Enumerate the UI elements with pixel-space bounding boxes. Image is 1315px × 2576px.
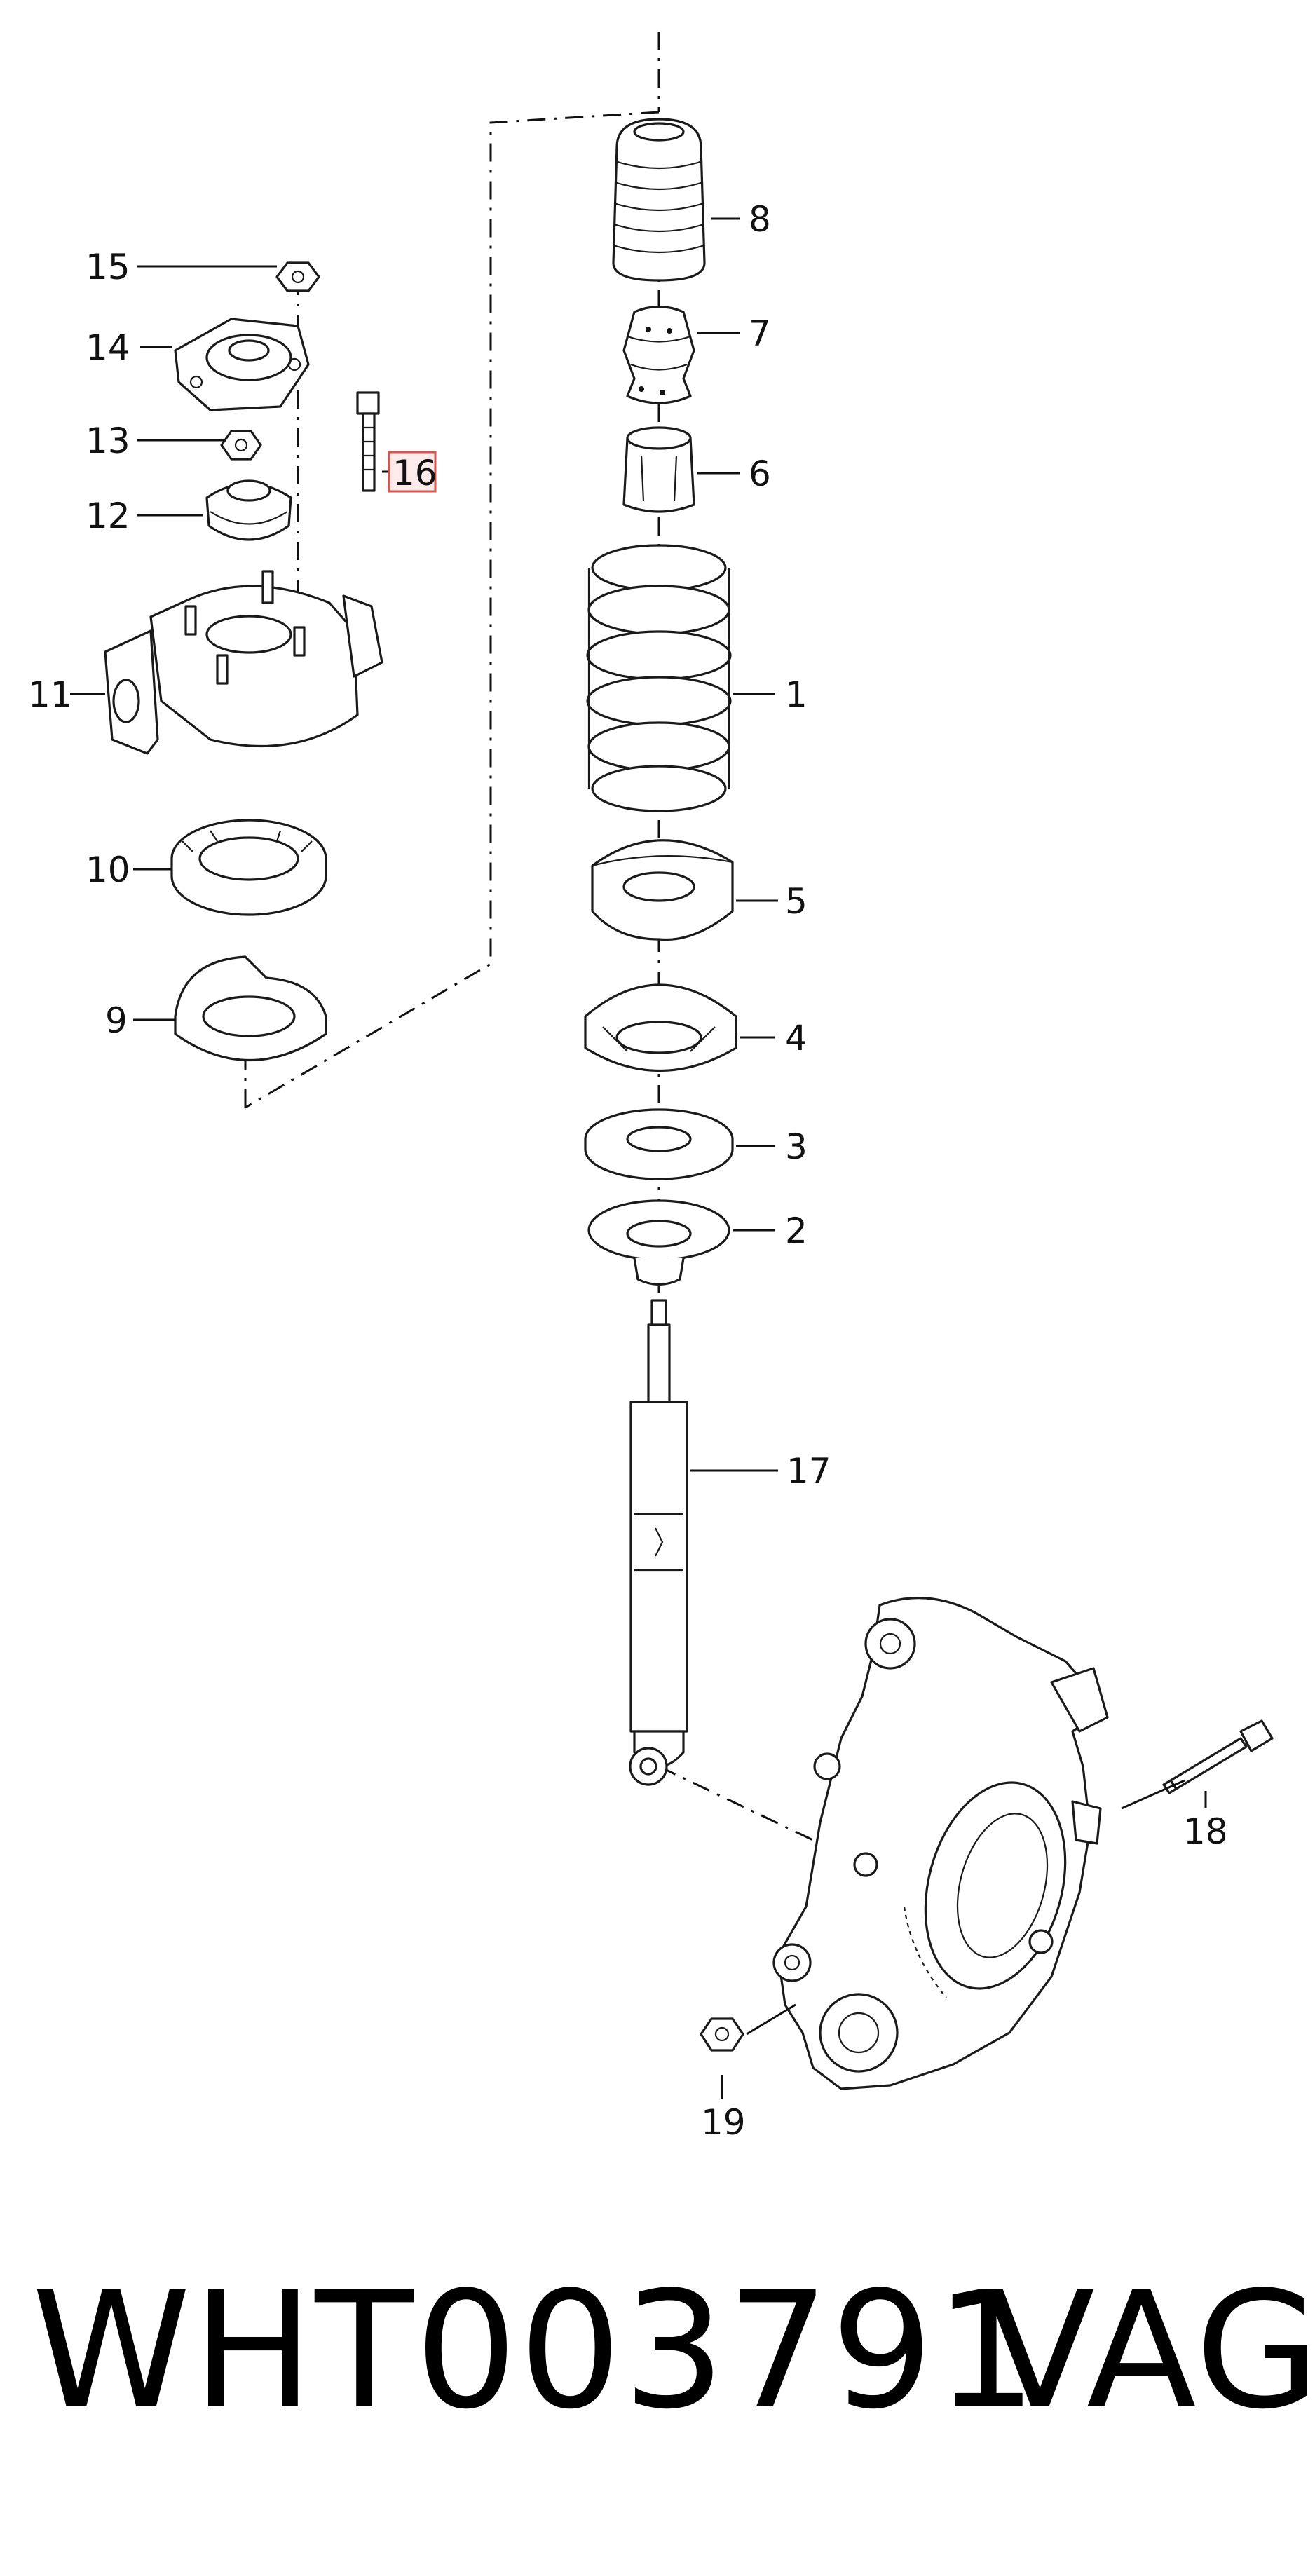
footer-caption: WHT003791 VAG: [0, 2229, 1315, 2474]
damping-ring-upper: [170, 819, 327, 916]
spring-plate: [587, 1199, 730, 1286]
callout-16-highlight: 16: [388, 451, 437, 493]
callout-9: 9: [105, 1000, 128, 1041]
brand-name: VAG: [985, 2258, 1315, 2445]
carrier-nut: [700, 2017, 744, 2052]
nut-top: [275, 261, 320, 292]
strut-bracket: [104, 570, 383, 755]
callout-18: 18: [1183, 1811, 1228, 1852]
callout-8: 8: [749, 199, 771, 240]
callout-6: 6: [749, 454, 771, 494]
part-callouts: 8 7 6 1 5 4 3 2 17 18 19 15 14 13 12 16 …: [28, 199, 1228, 2143]
callout-7: 7: [749, 313, 771, 354]
protective-cap: [622, 426, 695, 513]
washer: [584, 1108, 734, 1180]
wheel-carrier: [772, 1596, 1109, 2090]
strut-bearing: [205, 479, 292, 541]
leader-lines: [70, 217, 1207, 2099]
callout-15: 15: [86, 247, 130, 287]
callout-14: 14: [86, 327, 130, 368]
shock-absorber: [629, 1299, 688, 1786]
nut-mid: [220, 430, 262, 461]
bump-stop: [622, 305, 695, 404]
callout-12: 12: [86, 496, 130, 536]
callout-11: 11: [28, 674, 73, 715]
callout-4: 4: [785, 1018, 808, 1058]
lower-spring-pad: [584, 983, 737, 1072]
coil-spring: [586, 544, 732, 812]
callout-13: 13: [86, 421, 130, 461]
mounting-bolt: [356, 391, 380, 492]
strut-mount: [174, 318, 310, 411]
callout-17: 17: [786, 1451, 831, 1492]
callout-10: 10: [86, 850, 130, 890]
damping-ring-lower: [174, 955, 327, 1062]
upper-spring-seat: [591, 839, 734, 941]
callout-5: 5: [785, 881, 808, 922]
callout-16: 16: [393, 453, 437, 493]
callout-2: 2: [785, 1211, 808, 1251]
callout-3: 3: [785, 1126, 808, 1167]
assembly-guide-lines: [244, 32, 821, 1845]
callout-19: 19: [701, 2102, 746, 2143]
dust-boot: [612, 118, 706, 282]
part-number: WHT003791: [32, 2258, 1039, 2445]
callout-1: 1: [785, 674, 808, 715]
